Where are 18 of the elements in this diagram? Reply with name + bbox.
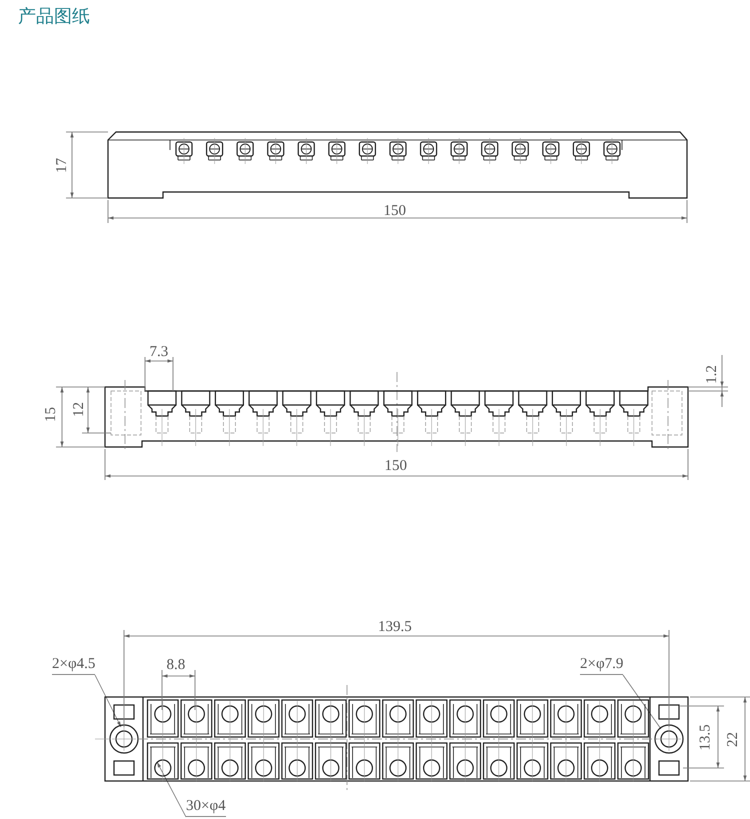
leader-line <box>94 674 122 728</box>
dimension-label: 22 <box>726 732 740 746</box>
dimension-label: 8.8 <box>166 658 186 672</box>
dimension-label: 13.5 <box>698 724 714 750</box>
callout-label: 30×φ4 <box>186 799 226 817</box>
dimension-label: 150 <box>384 458 407 474</box>
dimension-label: 1.2 <box>704 364 720 384</box>
dimension-label: 139.5 <box>378 620 412 634</box>
dimension-label: 150 <box>384 204 406 218</box>
leader-line <box>622 674 662 730</box>
callout-label: 2×φ4.5 <box>52 657 96 675</box>
dimension-label: 12 <box>72 402 86 416</box>
callout-label: 2×φ7.9 <box>580 657 624 675</box>
leader-line <box>156 762 186 818</box>
title: 产品图纸 <box>18 5 90 28</box>
dimension-label: 15 <box>44 406 58 422</box>
dimension-label: 17 <box>54 158 70 172</box>
dimension-label: 7.3 <box>150 344 168 360</box>
